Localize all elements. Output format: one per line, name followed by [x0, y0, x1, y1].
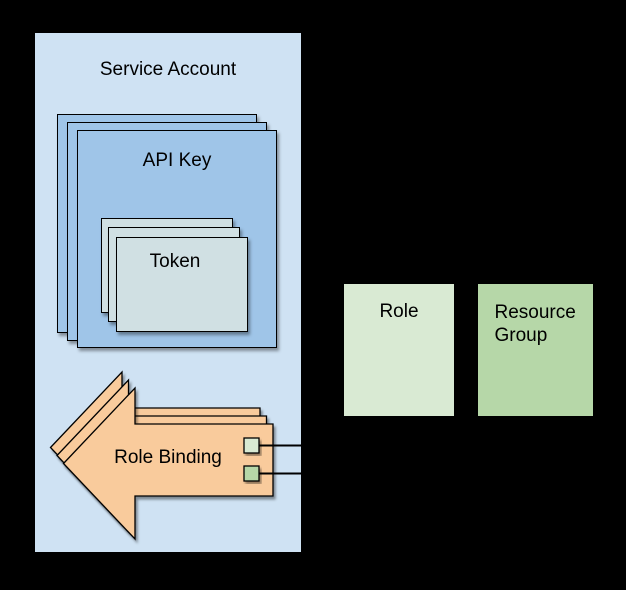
role-label: Role: [379, 301, 419, 322]
api-key-label: API Key: [142, 150, 212, 171]
role-binding-label: Role Binding: [114, 447, 222, 468]
token-label: Token: [149, 251, 201, 272]
resource-group-box: [478, 284, 593, 416]
resource-group-label-text: Resource Group: [494, 302, 576, 346]
token-sheet-front: [116, 237, 248, 332]
service-account-label: Service Account: [99, 59, 237, 80]
resource-group-label: Resource Group: [478, 301, 593, 347]
role-box: [344, 284, 454, 416]
